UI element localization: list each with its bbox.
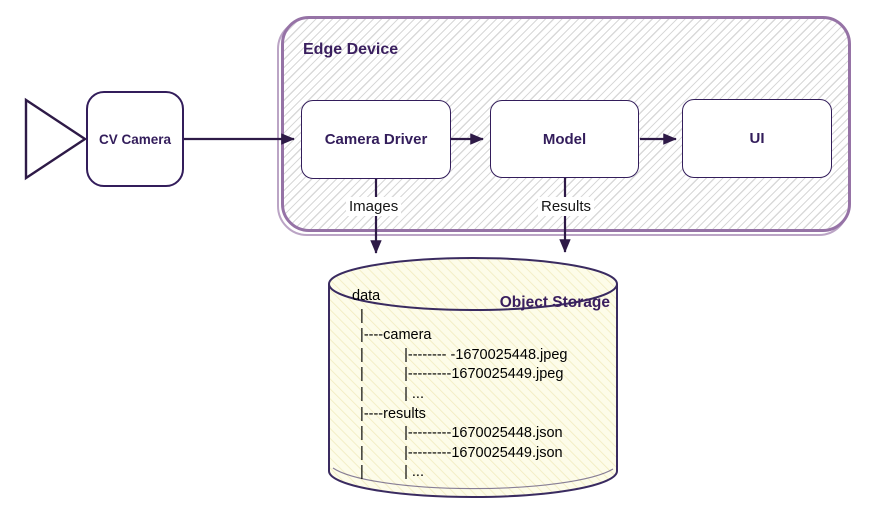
ui-label: UI [749,130,765,147]
camera-lens-triangle-icon [24,97,88,181]
object-storage-file-tree: data | |----camera | |-------- -16700254… [352,287,567,483]
tree-line: data [352,288,381,304]
tree-line: | |-------- -1670025448.jpeg [352,346,568,363]
object-storage-title: Object Storage [499,294,610,311]
edge-device-label: Edge Device [303,41,399,58]
tree-line: |----camera [352,327,432,344]
tree-line: | |---------1670025449.jpeg [352,366,564,383]
node-model: Model [490,100,639,178]
node-ui: UI [682,99,832,178]
cv-camera-label: CV Camera [98,131,172,147]
tree-line: | | ... [352,464,424,481]
node-camera-driver: Camera Driver [301,100,451,179]
camera-driver-label: Camera Driver [324,131,428,148]
edge-label-results: Results [538,197,595,216]
node-cv-camera: CV Camera [86,91,184,187]
model-label: Model [542,130,587,148]
tree-line: | |---------1670025449.json [352,444,563,461]
tree-line: | [352,307,364,324]
tree-line: | |---------1670025448.json [352,425,563,442]
edge-label-images: Images [346,197,402,216]
tree-line: | | ... [352,385,424,402]
tree-line: |----results [352,405,426,422]
